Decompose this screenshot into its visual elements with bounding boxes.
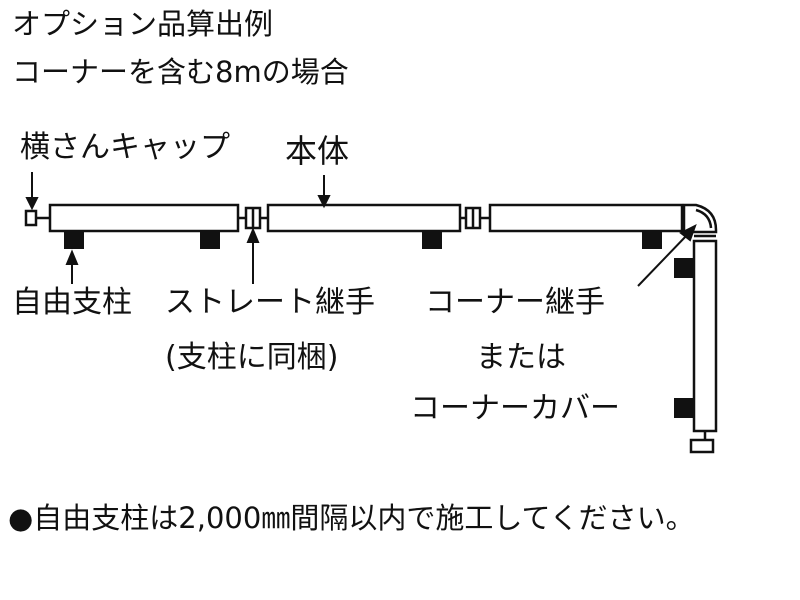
rail-segment-1 [48,203,240,233]
end-cap-left [24,209,50,227]
rail-segment-2 [266,203,462,233]
rail-segment-3 [488,203,684,233]
title-line-2: コーナーを含む8mの場合 [12,55,349,89]
straight-joint-1 [238,206,268,230]
free-post-2 [200,231,220,249]
label-corner-cover: コーナーカバー [410,391,620,426]
straight-joint-2 [460,206,490,230]
label-corner-or: または [476,340,566,375]
label-free-post: 自由支柱 [12,285,132,320]
free-post-3 [422,231,442,249]
label-straight-joint-note: (支柱に同梱) [165,340,339,375]
free-post-5 [674,258,694,278]
label-end-cap: 横さんキャップ [20,130,230,165]
free-post-4 [642,231,662,249]
free-post-1 [64,231,84,249]
free-post-6 [674,398,694,418]
installation-note: ●自由支柱は2,000㎜間隔以内で施工してください。 [8,501,695,535]
corner-joint [682,203,718,234]
end-cap-bottom [689,431,715,454]
arrow-corner-joint [637,233,689,287]
label-corner-joint: コーナー継手 [425,285,605,320]
label-straight-joint: ストレート継手 [165,285,375,320]
rail-segment-vertical [692,239,718,433]
label-main-body: 本体 [285,132,350,170]
title-line-1: オプション品算出例 [12,7,274,41]
